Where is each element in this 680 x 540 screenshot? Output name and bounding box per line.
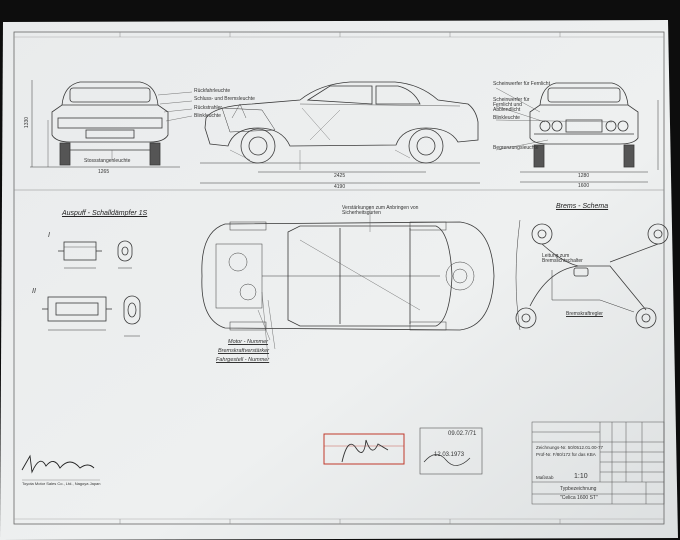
brake-regulator-label: Bremskraftregler [566, 311, 603, 317]
dim-height: 1330 [24, 116, 31, 129]
brake-schema-drawing [515, 219, 669, 331]
exhaust-variant-2: II [32, 288, 36, 295]
front-label-indicator: Blinkleuchte [493, 115, 520, 121]
title-block-note-2: Prüf-Nr. F/80/172 für das KBA [536, 452, 596, 457]
side-view-drawing [200, 81, 480, 184]
dim-overall-width: 1600 [578, 183, 590, 189]
stamp-signature [341, 439, 389, 463]
engineer-signature [21, 454, 95, 474]
exhaust-section-title: Auspuff - Schalldämpfer 1S [62, 210, 148, 217]
front-view-drawing [520, 82, 659, 183]
front-label-dual-beam: Scheinwerfer für Fernlicht und Abblendli… [493, 97, 530, 113]
scale-value: 1:10 [574, 473, 588, 480]
dim-rear-track: 1265 [98, 169, 110, 175]
date-stamp [419, 427, 483, 475]
red-stamp [323, 433, 405, 465]
exhaust-variant-1: I [48, 232, 50, 239]
stamp-date-bottom: 12.03.1973 [434, 452, 465, 458]
rear-bumper-light-label: Stossstangenleuchte [84, 158, 131, 164]
rear-label-reversing-light: Rückfahrleuchte [194, 88, 231, 94]
brake-section-title: Brems - Schema [556, 203, 609, 210]
scale-label: Maßstab [536, 475, 554, 480]
exhaust-drawings [42, 240, 141, 337]
chassis-number-label: Fahrgestell - Nummer [216, 357, 270, 363]
brake-booster-label: Bremskraftverstärker [218, 348, 270, 354]
top-view-drawing [201, 221, 495, 331]
engine-number-label: Motor - Nummer [228, 339, 269, 345]
rear-label-reflector: Rückstrahler [194, 105, 223, 111]
title-block-note-1: Zeichnungs-Nr. 50/0512.01.00-77 [536, 445, 604, 450]
brake-light-switch-label: Leitung zum Bremslichtschalter [542, 253, 583, 264]
seatbelt-note: Verstärkungen zum Anbringen von Sicherhe… [342, 205, 419, 216]
rear-view-drawing [30, 80, 180, 168]
maker-line: Toyota Motor Sales Co., Ltd., Nagoya Jap… [22, 481, 101, 486]
front-label-high-beam: Scheinwerfer für Fernlicht [493, 81, 550, 87]
drawing-frame [13, 31, 665, 525]
dim-front-track: 1280 [578, 173, 590, 179]
rear-label-tail-light: Schluss- und Bremsleuchte [194, 96, 255, 102]
dim-overall-length: 4190 [334, 184, 346, 190]
front-label-position-light: Begrenzungsleuchte [493, 145, 539, 151]
dim-wheelbase: 2425 [334, 173, 346, 179]
paper [0, 20, 678, 540]
type-label: Typbezeichnung [560, 486, 597, 492]
title-block [531, 421, 665, 505]
type-name: "Celica 1600 ST" [560, 495, 598, 501]
rear-label-indicator: Blinkleuchte [194, 113, 221, 119]
stamp-date-top: 09.02.7/71 [448, 431, 477, 437]
